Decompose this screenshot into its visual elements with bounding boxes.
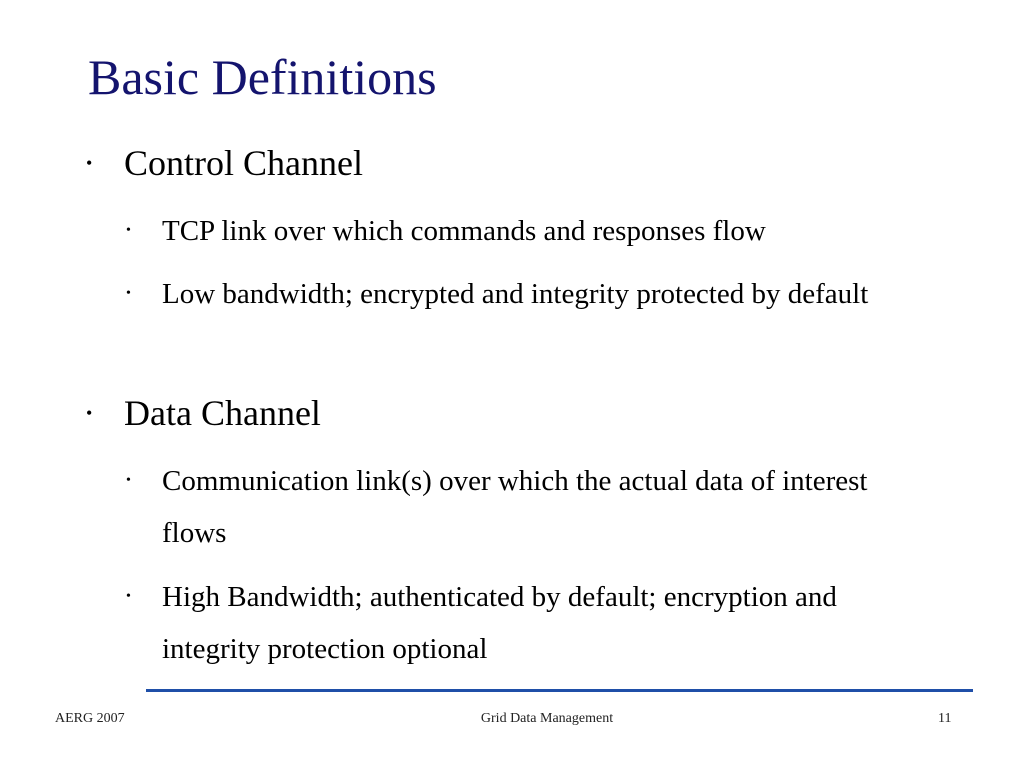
sub-bullet: • TCP link over which commands and respo… xyxy=(126,205,952,257)
sub-bullet-text: TCP link over which commands and respons… xyxy=(162,215,766,247)
sub-bullet: • Low bandwidth; encrypted and integrity… xyxy=(126,268,922,320)
sub-bullet: • High Bandwidth; authenticated by defau… xyxy=(126,571,842,675)
bullet-dot-icon: • xyxy=(126,286,131,301)
page-number: 11 xyxy=(938,711,952,726)
footer-org: AERG 2007 xyxy=(55,711,125,726)
bullet-text: Control Channel xyxy=(124,143,363,183)
bullet-dot-icon: • xyxy=(126,223,131,238)
bullet-control-channel: • Control Channel xyxy=(86,141,363,185)
bullet-dot-icon: • xyxy=(126,473,131,488)
footer-title: Grid Data Management xyxy=(480,711,614,726)
bullet-data-channel: • Data Channel xyxy=(86,391,321,435)
slide-title: Basic Definitions xyxy=(88,49,437,105)
bullet-dot-icon: • xyxy=(126,589,131,604)
sub-bullet-text: Low bandwidth; encrypted and integrity p… xyxy=(162,278,869,310)
sub-bullet: • Communication link(s) over which the a… xyxy=(126,455,922,559)
footer-divider xyxy=(146,689,973,692)
bullet-text: Data Channel xyxy=(124,393,321,433)
sub-bullet-text: High Bandwidth; authenticated by default… xyxy=(162,581,837,665)
sub-bullet-text: Communication link(s) over which the act… xyxy=(162,465,868,549)
bullet-dot-icon: • xyxy=(86,153,93,173)
bullet-dot-icon: • xyxy=(86,403,93,423)
